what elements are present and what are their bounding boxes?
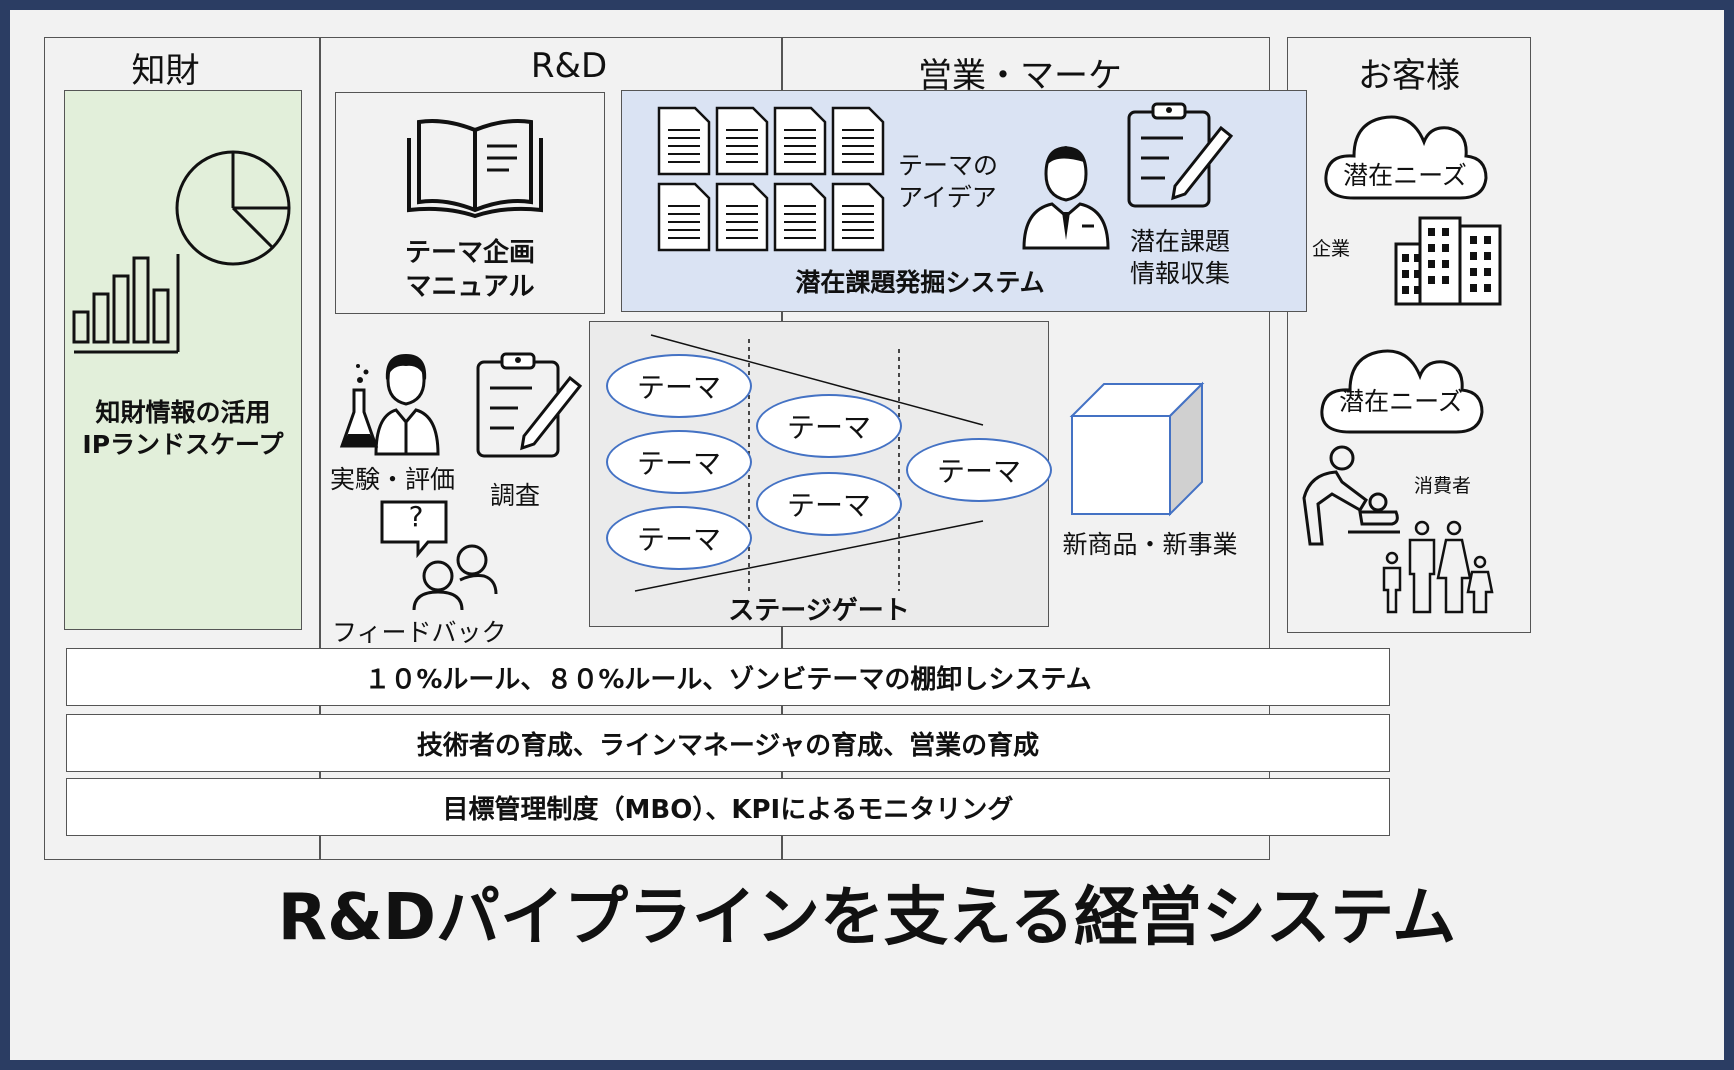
- buildings-icon: [1394, 216, 1502, 306]
- feedback-people-icon: [380, 500, 498, 611]
- consumer-label: 消費者: [1414, 475, 1472, 497]
- document-icons: [657, 106, 885, 252]
- ideas-line2: アイデア: [898, 183, 997, 212]
- column-header-sales: 営業・マーケ: [918, 56, 1122, 96]
- cloud-icon: [1320, 349, 1484, 434]
- company-label: 企業: [1312, 238, 1351, 260]
- ideas-line1: テーマの: [898, 151, 999, 180]
- column-header-ip: 知財: [131, 51, 200, 91]
- scientist-icon: [339, 354, 440, 456]
- discovery-system-title: 潜在課題発掘システム: [795, 268, 1045, 297]
- management-band: 目標管理制度（MBO）、KPIによるモニタリング: [66, 778, 1390, 836]
- feedback-label: フィードバック: [332, 618, 507, 647]
- businessman-icon: [1022, 146, 1110, 250]
- column-customer: [1287, 37, 1531, 633]
- theme-ellipse: テーマ: [756, 472, 902, 536]
- book-icon: [407, 119, 543, 219]
- cloud-icon: [1324, 115, 1488, 200]
- question-mark: ?: [408, 500, 424, 533]
- ip-box-line1: 知財情報の活用: [95, 398, 271, 427]
- manual-line1: テーマ企画: [404, 238, 535, 268]
- needs-label-company: 潜在ニーズ: [1343, 161, 1467, 190]
- collect-line1: 潜在課題: [1129, 227, 1230, 256]
- theme-ellipse: テーマ: [606, 506, 752, 570]
- column-header-customer: お客様: [1358, 56, 1460, 96]
- column-ip: [44, 37, 321, 860]
- bar-chart-icon: [72, 254, 180, 354]
- ip-box-line2: IPランドスケープ: [82, 430, 284, 459]
- theme-ellipse: テーマ: [606, 354, 752, 418]
- diagram-canvas: 知財 R&D 営業・マーケ お客様 知財情報の活用 IPランドスケープ テーマ企…: [10, 10, 1724, 1060]
- clipboard-pencil-icon-rd: [476, 352, 583, 458]
- new-business-label: 新商品・新事業: [1062, 530, 1238, 559]
- theme-ellipse: テーマ: [756, 394, 902, 458]
- theme-ellipse: テーマ: [906, 438, 1052, 502]
- product-cube-icon: [1069, 381, 1205, 517]
- management-band: 技術者の育成、ラインマネージャの育成、営業の育成: [66, 714, 1390, 772]
- experiment-label: 実験・評価: [330, 465, 456, 494]
- management-band: １０%ルール、８０%ルール、ゾンビテーマの棚卸しシステム: [66, 648, 1390, 706]
- theme-ellipse: テーマ: [606, 430, 752, 494]
- survey-label: 調査: [490, 481, 541, 510]
- stage-gate-label: ステージゲート: [728, 596, 910, 626]
- clipboard-pencil-icon-sales: [1127, 102, 1234, 208]
- collect-line2: 情報収集: [1129, 259, 1230, 288]
- column-header-rd: R&D: [530, 46, 608, 86]
- family-icon: [1382, 520, 1494, 614]
- needs-label-consumer: 潜在ニーズ: [1339, 387, 1463, 416]
- footer-title: R&Dパイプラインを支える経営システム: [277, 881, 1457, 955]
- manual-line2: マニュアル: [405, 272, 535, 302]
- pie-chart-icon: [175, 150, 291, 266]
- caregiver-icon: [1302, 445, 1400, 546]
